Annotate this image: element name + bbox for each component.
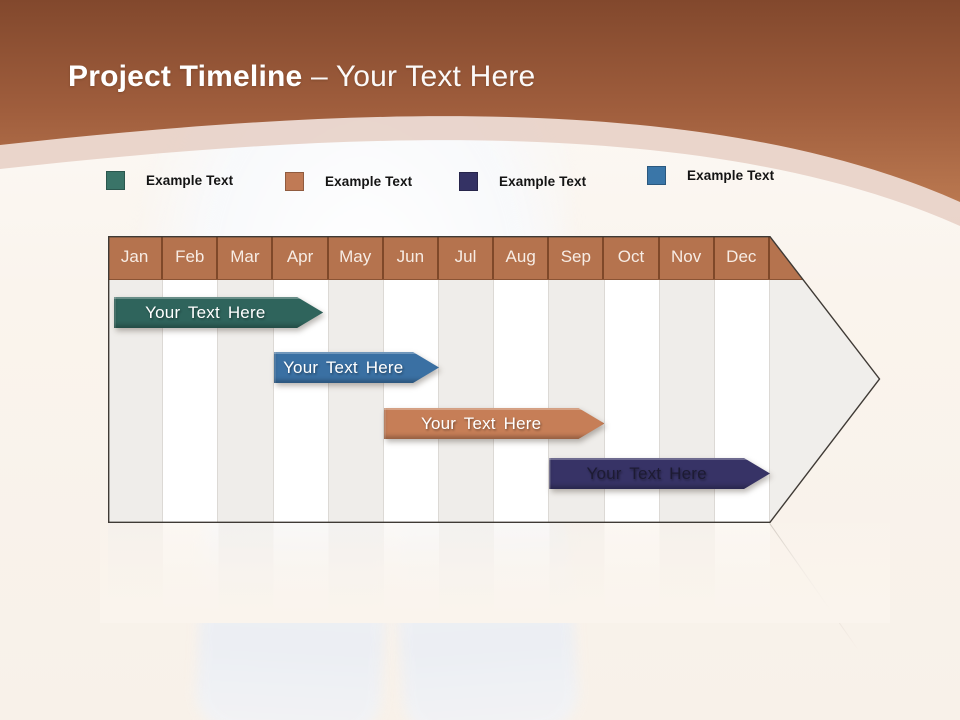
legend-swatch	[106, 171, 125, 190]
legend-item[interactable]: Example Text	[647, 166, 774, 185]
legend-item[interactable]: Example Text	[459, 172, 586, 191]
task-bar-label: Your Text Here	[549, 458, 770, 489]
task-bar-label: Your Text Here	[384, 408, 605, 439]
header-brown-shape	[0, 0, 960, 202]
legend-item[interactable]: Example Text	[106, 171, 233, 190]
header-curve	[0, 0, 960, 226]
task-bar-label: Your Text Here	[274, 352, 440, 383]
reflection-fade	[100, 523, 890, 623]
legend-item[interactable]: Example Text	[285, 172, 412, 191]
slide-title-light: – Your Text Here	[310, 60, 536, 93]
legend-label: Example Text	[499, 174, 587, 189]
task-bar-label: Your Text Here	[114, 297, 324, 328]
task-bar[interactable]: Your Text Here	[384, 408, 605, 439]
task-bar[interactable]: Your Text Here	[274, 352, 440, 383]
task-bar[interactable]: Your Text Here	[549, 458, 770, 489]
legend-swatch	[459, 172, 478, 191]
legend-label: Example Text	[325, 174, 413, 189]
slide-title[interactable]: Project Timeline – Your Text Here	[68, 60, 535, 94]
task-bar[interactable]: Your Text Here	[114, 297, 324, 328]
legend-label: Example Text	[687, 168, 775, 183]
legend-label: Example Text	[146, 173, 234, 188]
slide-title-bold: Project Timeline	[68, 60, 303, 93]
legend-swatch	[285, 172, 304, 191]
legend-swatch	[647, 166, 666, 185]
